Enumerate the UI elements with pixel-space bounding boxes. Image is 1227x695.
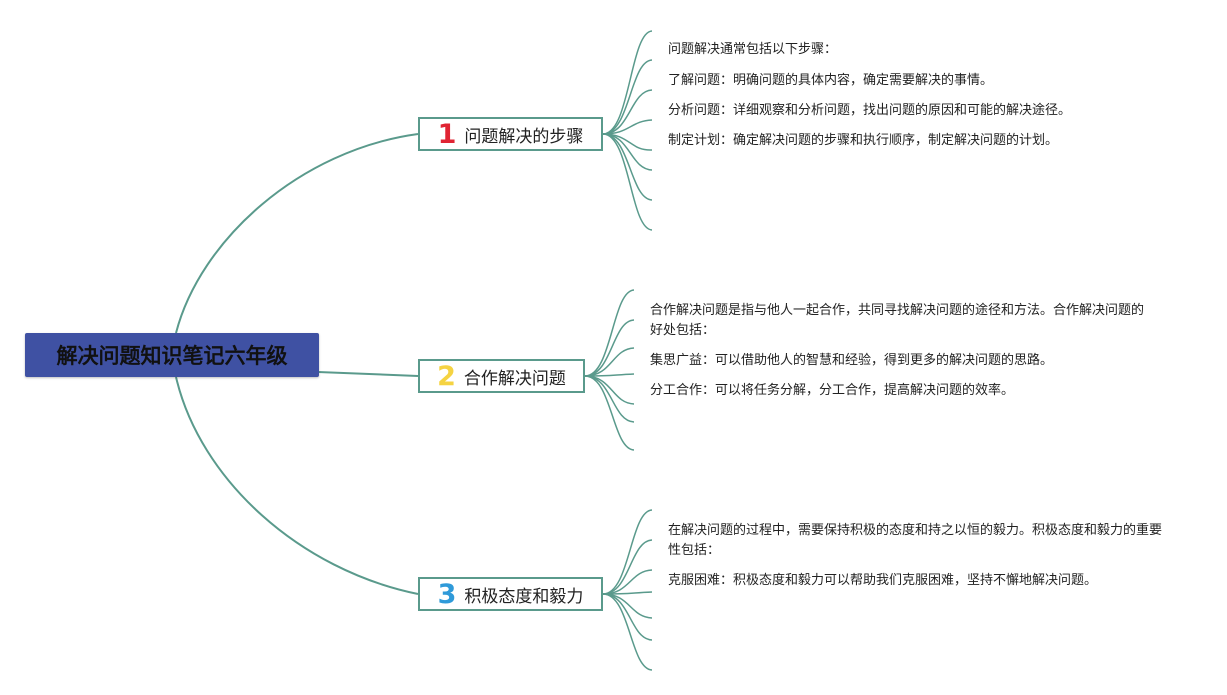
leaf-topic[interactable]: 了解问题：明确问题的具体内容，确定需要解决的事情。 [668,73,994,88]
number-1-icon: 1 [437,118,457,150]
leaf-topic[interactable]: 在解决问题的过程中，需要保持积极的态度和持之以恒的毅力。积极态度和毅力的重要性包… [668,523,1163,558]
branch-topic-3[interactable]: 3 积极态度和毅力 [418,577,603,611]
branch-topic-2[interactable]: 2 合作解决问题 [418,359,585,393]
leaf-topic[interactable]: 集思广益：可以借助他人的智慧和经验，得到更多的解决问题的思路。 [650,353,1054,368]
leaf-topic[interactable]: 分工合作：可以将任务分解，分工合作，提高解决问题的效率。 [650,383,1015,398]
number-2-icon: 2 [437,360,456,392]
branch-topic-1[interactable]: 1 问题解决的步骤 [418,117,603,151]
leaf-topic[interactable]: 制定计划：确定解决问题的步骤和执行顺序，制定解决问题的计划。 [668,133,1059,148]
branch-topic-title: 积极态度和毅力 [464,586,584,607]
number-3-icon: 3 [437,578,457,610]
leaf-topic[interactable]: 分析问题：详细观察和分析问题，找出问题的原因和可能的解决途径。 [668,103,1072,118]
root-topic-title: 解决问题知识笔记六年级 [56,344,288,368]
leaf-topic[interactable]: 问题解决通常包括以下步骤： [668,42,838,57]
connector-root-branch-1 [175,133,419,334]
connector-root-branch-3 [175,376,419,595]
leaf-topic[interactable]: 合作解决问题是指与他人一起合作，共同寻找解决问题的途径和方法。合作解决问题的好处… [650,303,1145,338]
branch-topic-title: 问题解决的步骤 [464,126,584,147]
connector-root-branch-2 [317,371,419,377]
branch-topic-title: 合作解决问题 [463,368,566,389]
leaf-topic[interactable]: 克服困难：积极态度和毅力可以帮助我们克服困难，坚持不懈地解决问题。 [668,573,1098,588]
root-topic[interactable]: 解决问题知识笔记六年级 [25,333,319,377]
